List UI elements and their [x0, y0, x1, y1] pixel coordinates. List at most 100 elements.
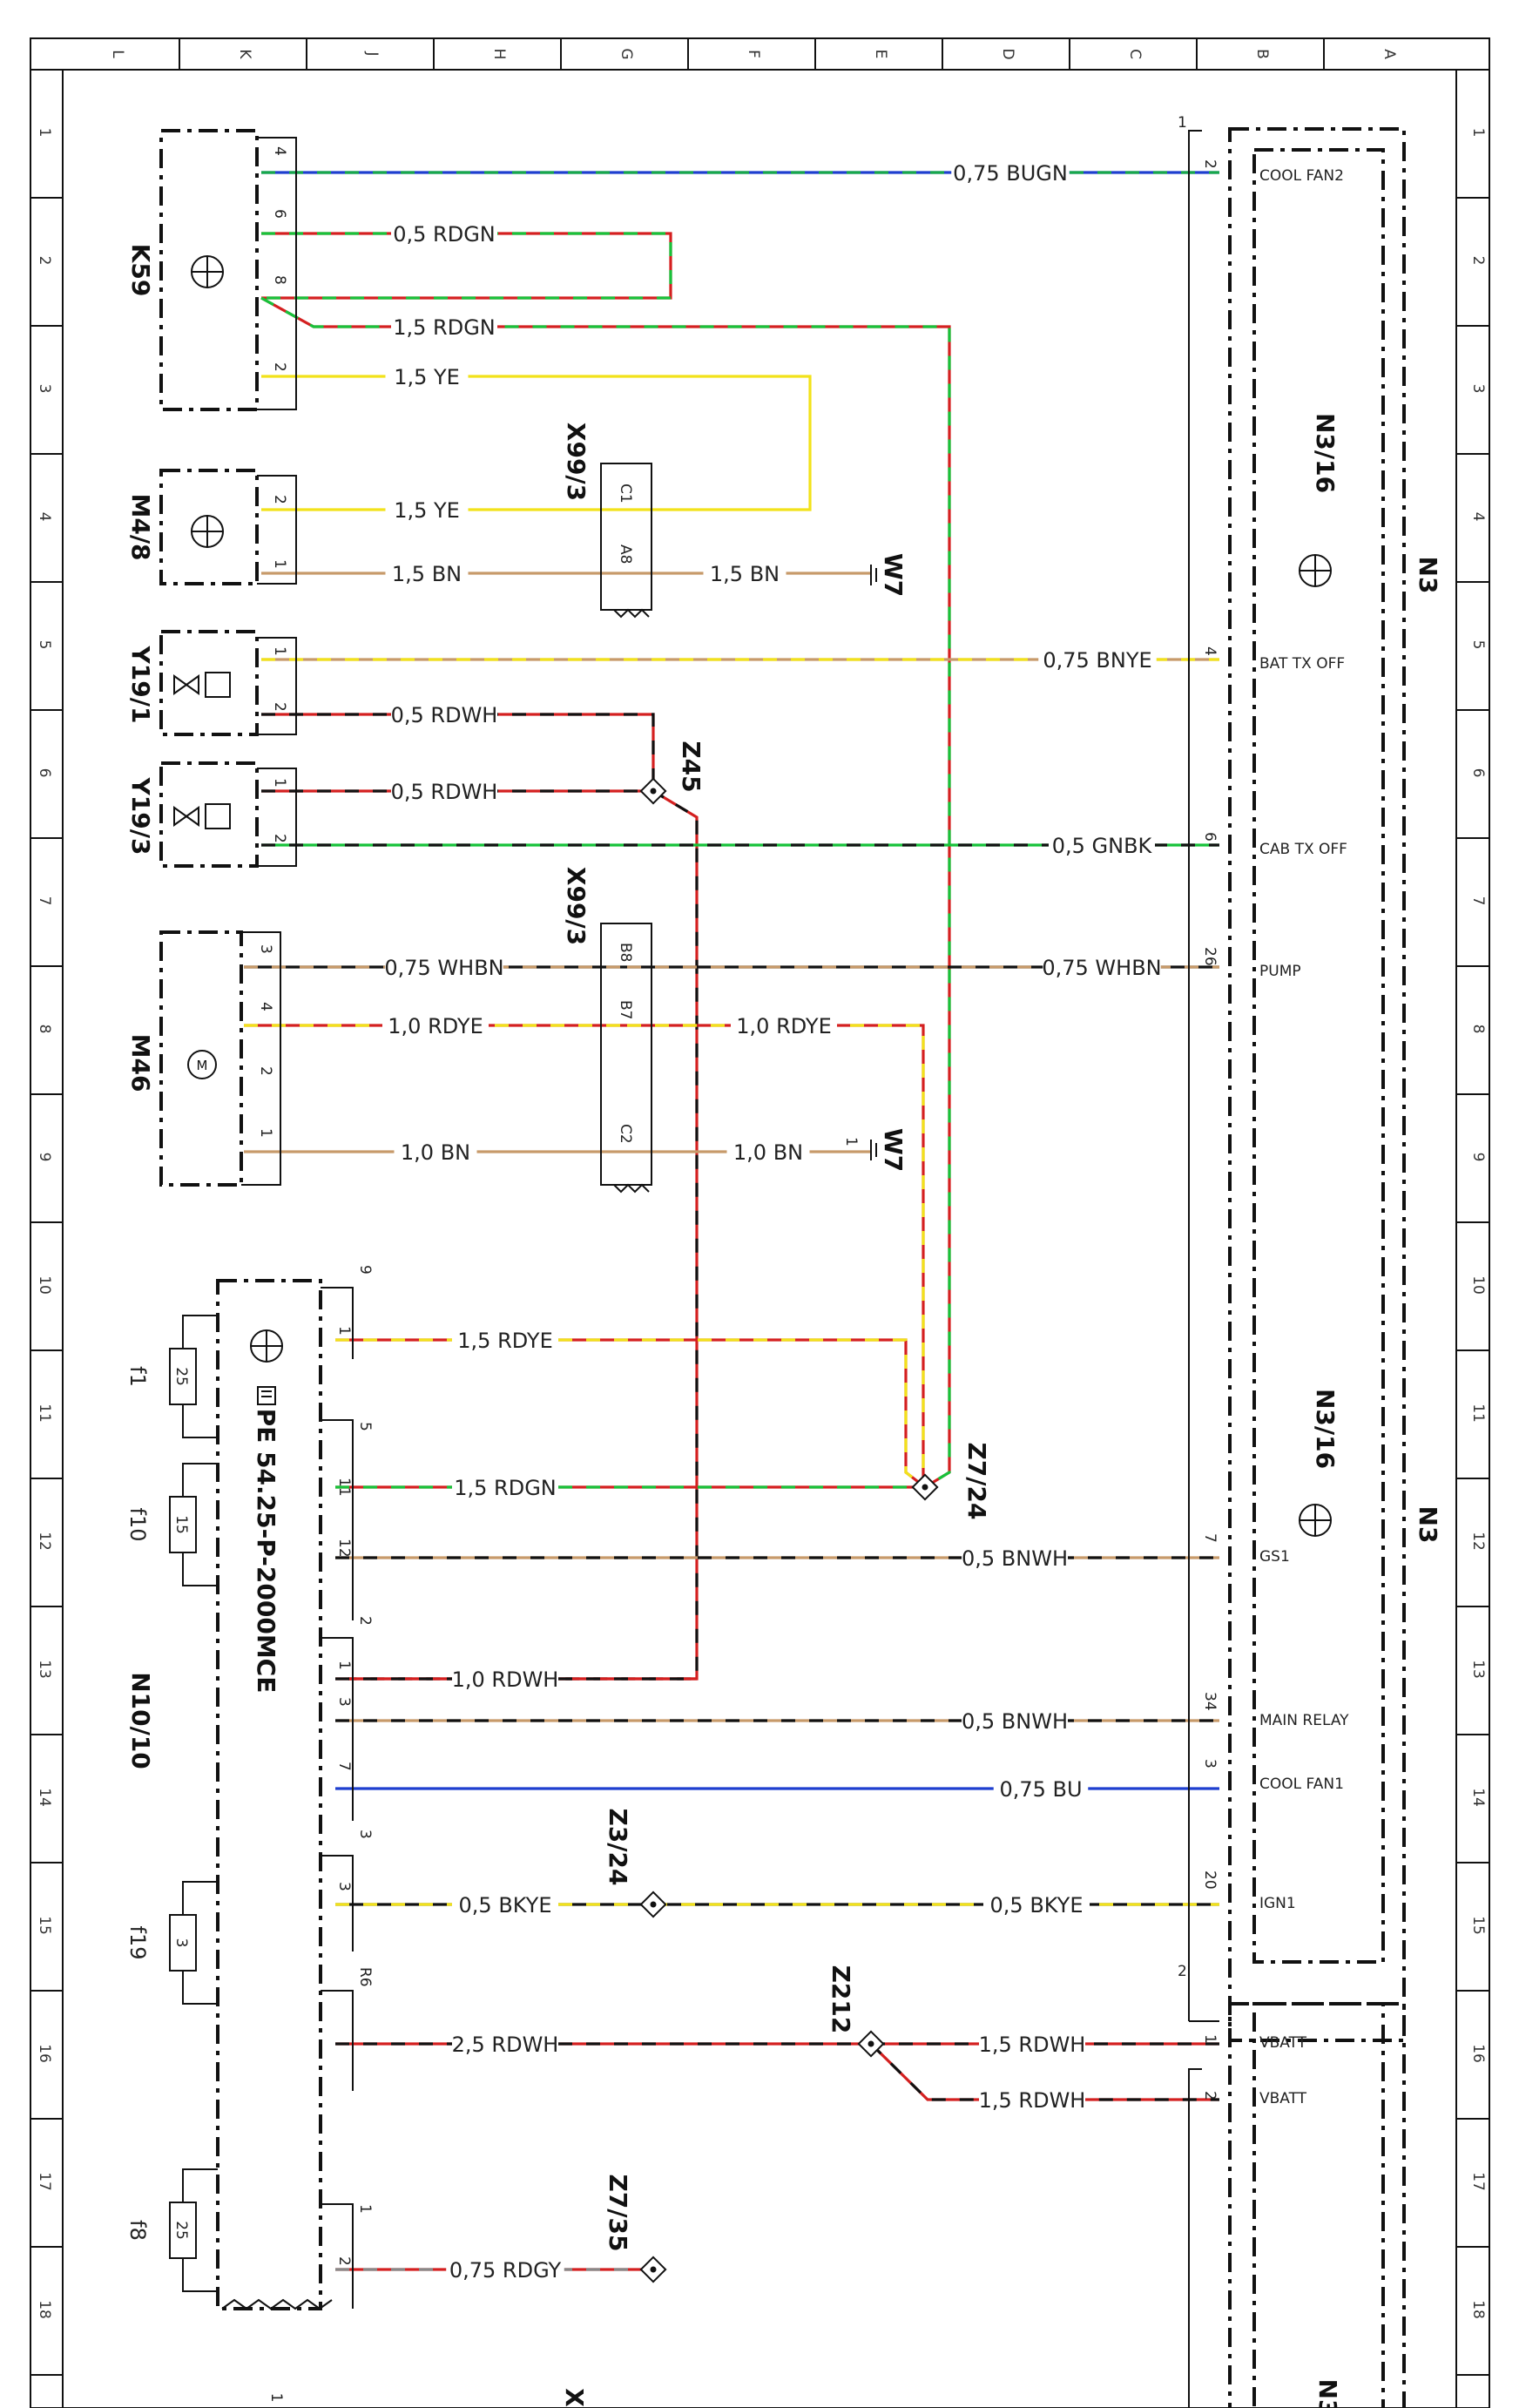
svg-text:16: 16 [1469, 2044, 1487, 2063]
splice-z45: Z45 [639, 741, 705, 805]
svg-text:2: 2 [257, 1066, 274, 1076]
n3-pin-label: IGN1 [1259, 1895, 1296, 1912]
svg-text:14: 14 [1469, 1788, 1487, 1807]
n10-connector-num: R6 [356, 1967, 374, 1987]
grid-row-18: 18 [36, 2300, 53, 2319]
svg-text:C2: C2 [617, 1124, 634, 1144]
wire-label: 0,5 RDWH [391, 780, 498, 804]
grid-col-F: F [745, 50, 762, 58]
svg-text:4: 4 [271, 146, 288, 156]
svg-text:3: 3 [335, 1697, 353, 1707]
grid-column-labels: L K J H G F E D C B A [109, 48, 1398, 59]
wire [261, 375, 812, 511]
x99-3-mid-label: X99/3 [562, 867, 591, 945]
svg-text:17: 17 [1469, 2172, 1487, 2191]
wire-label-bg [452, 1665, 558, 1691]
svg-text:4: 4 [1469, 512, 1487, 522]
wire [869, 2042, 1219, 2101]
svg-text:B7: B7 [617, 1000, 634, 1019]
wire-label-bg [394, 1138, 477, 1164]
wire-label-bg [979, 2086, 1085, 2112]
grid-row-10: 10 [36, 1275, 53, 1295]
n3-section-2: 2 [1178, 1963, 1187, 1980]
wire-label: 0,5 BNWH [962, 1546, 1068, 1571]
wire-label-bg [452, 1891, 558, 1917]
w7-ground-bottom: W7 1 [842, 1128, 908, 1172]
wire-label: 0,5 RDWH [391, 703, 498, 727]
svg-text:2: 2 [271, 834, 288, 843]
wire-label-bg [446, 2256, 564, 2282]
grid-row-11: 11 [36, 1404, 53, 1423]
motor-icon [191, 515, 224, 548]
wire-label: 1,5 YE [394, 365, 460, 389]
grid-col-D: D [999, 48, 1016, 59]
n3-outer-box-bottom [1228, 2002, 1406, 2408]
splice-z212: Z212 [827, 1965, 885, 2058]
wire-label: 1,5 YE [394, 498, 460, 523]
svg-text:7: 7 [1469, 896, 1487, 906]
n3-16-label-bottom: N3/16 [1311, 1389, 1340, 1469]
wire [335, 1338, 926, 1489]
svg-text:10: 10 [1469, 1275, 1487, 1295]
svg-text:8: 8 [271, 275, 288, 285]
wire-label: 0,75 WHBN [1042, 956, 1161, 980]
fuse-name: f8 [125, 2220, 150, 2241]
wire-label-bg [385, 953, 503, 979]
grid-col-H: H [490, 49, 508, 60]
motor-icon: M [187, 1050, 217, 1079]
wire-label-bg [1038, 646, 1157, 672]
n3-label-cut: N3 [1313, 2379, 1342, 2408]
wire-label: 1,5 RDWH [979, 2033, 1086, 2057]
wire-label-bg [731, 1011, 837, 1038]
valve-icon [173, 672, 231, 698]
grid-row-4: 4 [36, 512, 53, 522]
wire-label: 1,0 BN [733, 1140, 803, 1165]
fuse-rating: 3 [172, 1938, 190, 1948]
n3-pin-label: GS1 [1259, 1548, 1290, 1566]
svg-text:6: 6 [1469, 768, 1487, 778]
wire-label-bg [391, 313, 497, 339]
grid-row-7: 7 [36, 896, 53, 906]
y19-1-valve: Y19/1 1 2 [126, 630, 297, 736]
n3-16-box-top [1252, 148, 1385, 1964]
y19-1-label: Y19/1 [126, 646, 155, 724]
wire-label-bg [385, 559, 469, 585]
n3-pin-label: COOL FAN1 [1259, 1776, 1344, 1793]
n3-pin-label: CAB TX OFF [1259, 841, 1347, 858]
grid-col-K: K [236, 49, 253, 59]
svg-text:3: 3 [335, 1882, 353, 1891]
svg-text:2: 2 [271, 702, 288, 712]
svg-text:12: 12 [335, 1539, 353, 1558]
wire-label: 0,5 GNBK [1052, 834, 1153, 858]
svg-text:1: 1 [842, 1137, 860, 1147]
n3-16-label-top: N3/16 [1311, 413, 1340, 493]
m4-8-label: M4/8 [126, 493, 155, 560]
n3-pin-number: 26 [1201, 947, 1219, 966]
x99-3-top-label: X99/3 [562, 423, 591, 501]
wire-label-bg [391, 777, 497, 803]
grid-col-C: C [1126, 49, 1144, 59]
wire-label: 1,5 BN [710, 562, 780, 586]
svg-text:1: 1 [271, 559, 288, 569]
grid-col-L: L [109, 50, 126, 58]
wire-label-bg [452, 1473, 558, 1499]
z45-label: Z45 [677, 741, 705, 792]
svg-text:8: 8 [1469, 1025, 1487, 1034]
y19-3-label: Y19/3 [126, 777, 155, 856]
n3-pin-label: COOL FAN2 [1259, 167, 1344, 185]
n10-10-sam-unit: N10/10 PE 54.25-P-2000MCE 9 1 5 11 12 2 … [126, 1265, 374, 2310]
wire-label: 1,0 RDYE [736, 1014, 831, 1038]
svg-text:18: 18 [1469, 2300, 1487, 2319]
ecu-icon [1299, 554, 1332, 587]
ecu-icon [1299, 1504, 1332, 1537]
n3-pin-label: VBATT [1259, 2034, 1307, 2052]
bottom-cut-label-1: 1 [267, 2393, 285, 2403]
n3-pin-number: 2 [1201, 2091, 1219, 2100]
w7-bottom-label: W7 [879, 1128, 908, 1172]
wire-label: 1,5 RDYE [457, 1329, 552, 1353]
n3-pin-label: BAT TX OFF [1259, 655, 1345, 673]
n3-pin-number: 4 [1201, 646, 1219, 656]
